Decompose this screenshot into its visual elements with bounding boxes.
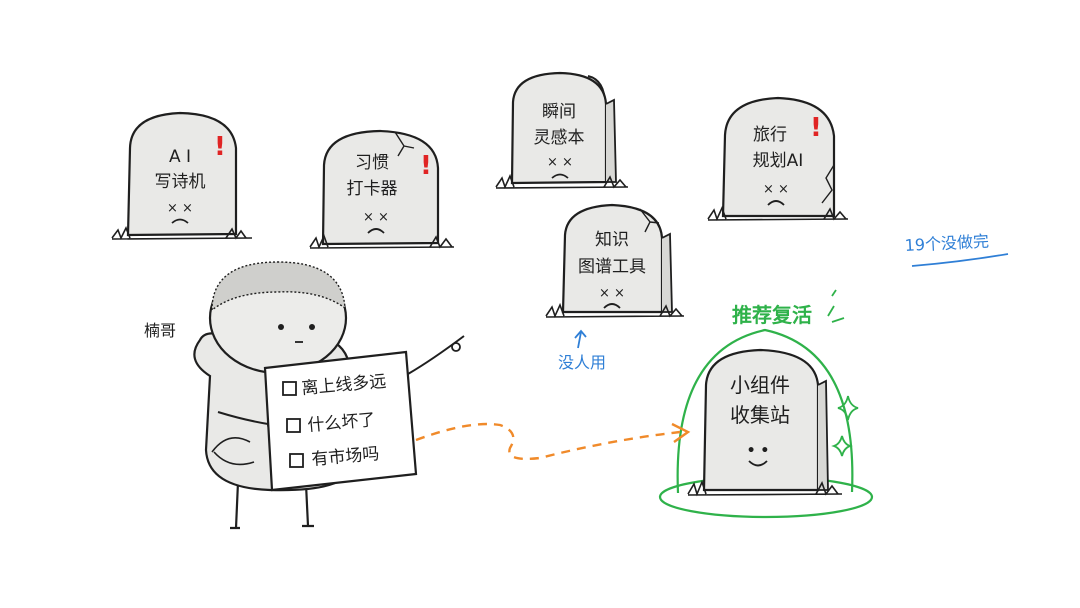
sparkle-icon [831, 435, 853, 457]
arrow-head [671, 422, 691, 443]
sad-mouth [367, 228, 385, 234]
revived-label-line2: 收集站 [730, 403, 790, 427]
sparkle-icon [837, 395, 859, 421]
tombstone-label-line2: 规划AI [753, 151, 804, 171]
dead-face-eyes: × × [547, 155, 573, 170]
alert-mark: ! [214, 132, 226, 162]
character-name-label: 楠哥 [144, 321, 176, 340]
tombstone-ai-poem: A I 写诗机 × × ! [111, 111, 253, 240]
left-eye [278, 324, 284, 330]
sad-mouth [767, 200, 785, 206]
pointing-arm [407, 335, 465, 375]
sad-mouth [171, 218, 189, 224]
holding-arm [217, 411, 269, 425]
tombstone-travel-planner: 旅行 规划AI × × ! [707, 96, 849, 222]
dashed-arrow [415, 422, 681, 461]
revive-label: 推荐复活 [732, 303, 812, 327]
sad-mouth [551, 173, 569, 179]
dead-face-eyes: × × [599, 286, 625, 301]
happy-face-eyes: • • [747, 443, 770, 459]
annotation-count-label: 19个没做完 [904, 232, 989, 255]
alert-mark: ! [810, 113, 822, 143]
dead-face-eyes: × × [763, 182, 789, 197]
right-eye [309, 324, 315, 330]
alert-mark: ! [420, 151, 432, 181]
smile-mouth [748, 460, 768, 467]
tombstone-label-line1: 知识 [595, 230, 629, 250]
tombstone-label-line2: 打卡器 [347, 179, 398, 199]
checkbox-icon [282, 381, 297, 396]
annotation-count: 19个没做完 [904, 232, 1009, 267]
revived-tombstone: 小组件 收集站 • • 推荐复活 [658, 289, 874, 519]
annotation-unused: 没人用 [558, 329, 606, 372]
tombstone-label-line1: 习惯 [355, 153, 389, 173]
tombstone-label-line2: 灵感本 [534, 128, 585, 148]
legs [230, 481, 314, 530]
tombstone-label-line1: A I [169, 147, 191, 167]
buzzcut-hair [211, 261, 346, 312]
tombstone-label-line2: 写诗机 [155, 172, 206, 192]
tombstone-label-line1: 旅行 [753, 125, 787, 145]
sad-mouth [603, 303, 621, 309]
tombstone-knowledge-graph: 知识 图谱工具 × × [545, 203, 685, 319]
dead-face-eyes: × × [167, 201, 193, 216]
emphasis-marks [827, 289, 845, 323]
annotation-unused-label: 没人用 [558, 353, 606, 372]
dead-face-eyes: × × [363, 210, 389, 225]
checkbox-icon [289, 453, 304, 468]
checkbox-icon [286, 418, 301, 433]
tombstone-instant-notes: 瞬间 灵感本 × × [495, 71, 629, 190]
checklist-sign: 离上线多远 什么坏了 有市场吗 [263, 350, 418, 492]
tombstone-habit-tracker: 习惯 打卡器 × × ! [309, 129, 455, 250]
tombstone-label-line2: 图谱工具 [578, 257, 646, 277]
revived-label-line1: 小组件 [730, 373, 790, 397]
tombstone-label-line1: 瞬间 [542, 102, 576, 122]
